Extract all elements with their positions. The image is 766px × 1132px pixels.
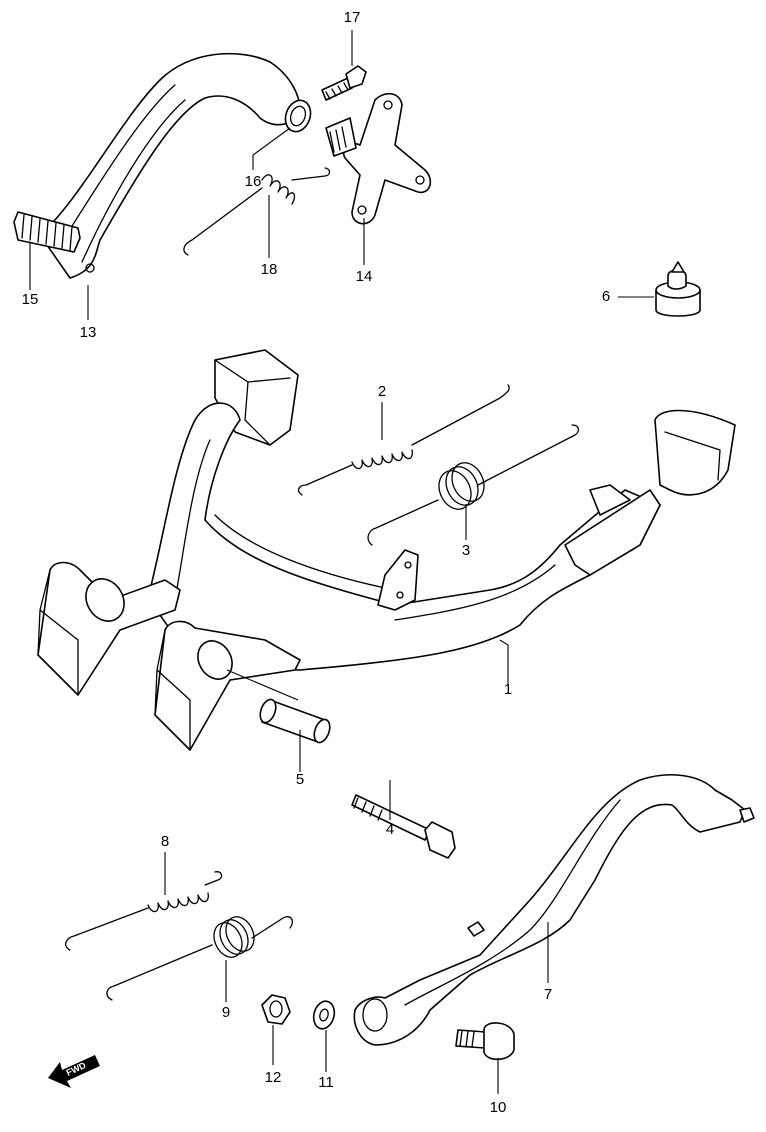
center-stand-spring-outer[interactable] xyxy=(297,384,510,496)
side-stand-spring-outer[interactable] xyxy=(65,871,223,951)
gear-shift-lever[interactable] xyxy=(39,52,301,279)
rubber-stopper[interactable] xyxy=(655,261,701,317)
leader-lines xyxy=(29,30,654,1094)
center-stand[interactable] xyxy=(37,349,736,751)
callout-6: 6 xyxy=(602,288,610,305)
callout-10: 10 xyxy=(490,1099,507,1116)
shift-shaft-seal[interactable] xyxy=(281,97,314,135)
side-stand-washer[interactable] xyxy=(311,999,338,1031)
callout-8: 8 xyxy=(161,833,169,850)
callout-12: 12 xyxy=(265,1069,282,1086)
callout-18: 18 xyxy=(261,261,278,278)
callout-1: 1 xyxy=(504,681,512,698)
callout-4: 4 xyxy=(386,821,394,838)
gear-shift-arm[interactable] xyxy=(325,92,432,225)
callout-3: 3 xyxy=(462,542,470,559)
center-stand-bolt[interactable] xyxy=(351,794,456,859)
callout-17: 17 xyxy=(344,9,361,26)
callout-16: 16 xyxy=(245,173,262,190)
shift-return-spring[interactable] xyxy=(183,167,331,256)
side-stand-bolt[interactable] xyxy=(455,1022,515,1061)
side-stand-nut[interactable] xyxy=(261,994,291,1025)
callout-5: 5 xyxy=(296,771,304,788)
center-stand-spacer[interactable] xyxy=(257,697,332,744)
side-stand-spring-inner[interactable] xyxy=(106,912,294,1001)
callout-7: 7 xyxy=(544,986,552,1003)
callout-2: 2 xyxy=(378,383,386,400)
callout-13: 13 xyxy=(80,324,97,341)
forward-direction-arrow-icon: FWD xyxy=(48,1055,100,1088)
center-stand-spring-inner[interactable] xyxy=(367,424,580,546)
callout-9: 9 xyxy=(222,1004,230,1021)
side-stand[interactable] xyxy=(353,774,755,1046)
callout-11: 11 xyxy=(318,1074,334,1091)
shift-lever-bolt[interactable] xyxy=(321,65,367,101)
callout-15: 15 xyxy=(22,291,39,308)
callout-14: 14 xyxy=(356,268,373,285)
